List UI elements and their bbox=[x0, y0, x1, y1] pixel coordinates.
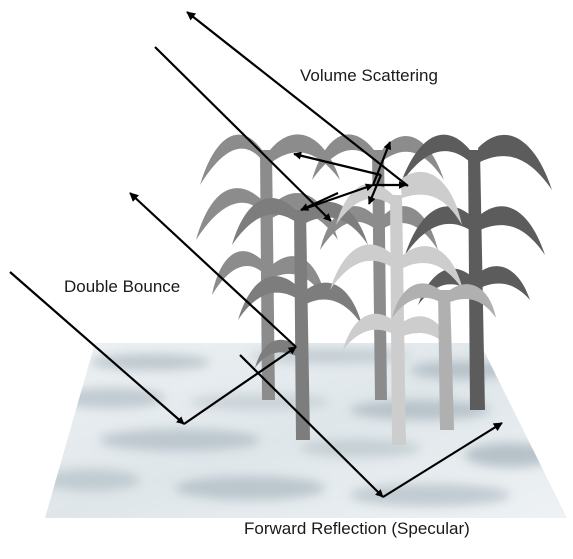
plant-canopy bbox=[196, 134, 552, 445]
volume-scattering-label: Volume Scattering bbox=[300, 66, 438, 85]
forward-reflection-arrows bbox=[239, 354, 503, 498]
forward-reflection-label: Forward Reflection (Specular) bbox=[244, 519, 470, 538]
double-bounce-label: Double Bounce bbox=[64, 277, 181, 296]
double-bounce-arrows bbox=[9, 192, 297, 425]
volume-scattering-arrows bbox=[154, 11, 409, 222]
